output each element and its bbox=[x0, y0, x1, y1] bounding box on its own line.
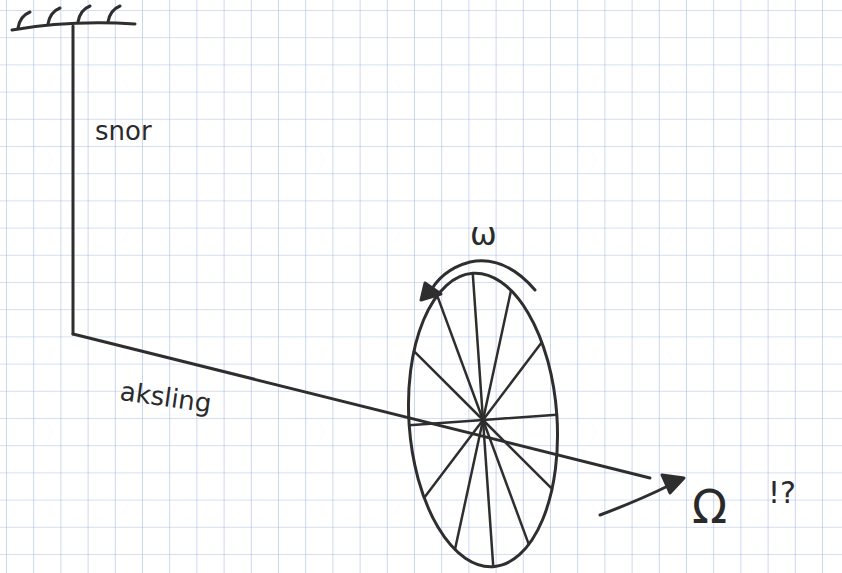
axle bbox=[73, 334, 650, 478]
precession-arrow bbox=[600, 484, 672, 515]
remark: !? bbox=[768, 478, 796, 508]
spoke bbox=[483, 416, 552, 494]
spoke bbox=[473, 273, 483, 420]
arrowhead bbox=[421, 283, 441, 300]
string bbox=[72, 26, 75, 334]
string-label: snor bbox=[95, 118, 152, 144]
arrowhead bbox=[662, 475, 684, 493]
spoke bbox=[419, 420, 488, 498]
ceiling-hatch bbox=[18, 6, 120, 28]
spin-arrow bbox=[428, 261, 535, 296]
wheel bbox=[399, 268, 567, 572]
spoke bbox=[478, 342, 547, 420]
spin-label: ω bbox=[470, 218, 497, 250]
spoke bbox=[414, 347, 483, 425]
spoke bbox=[483, 420, 493, 567]
precession-label: Ω bbox=[692, 484, 727, 530]
spoke bbox=[483, 415, 557, 420]
